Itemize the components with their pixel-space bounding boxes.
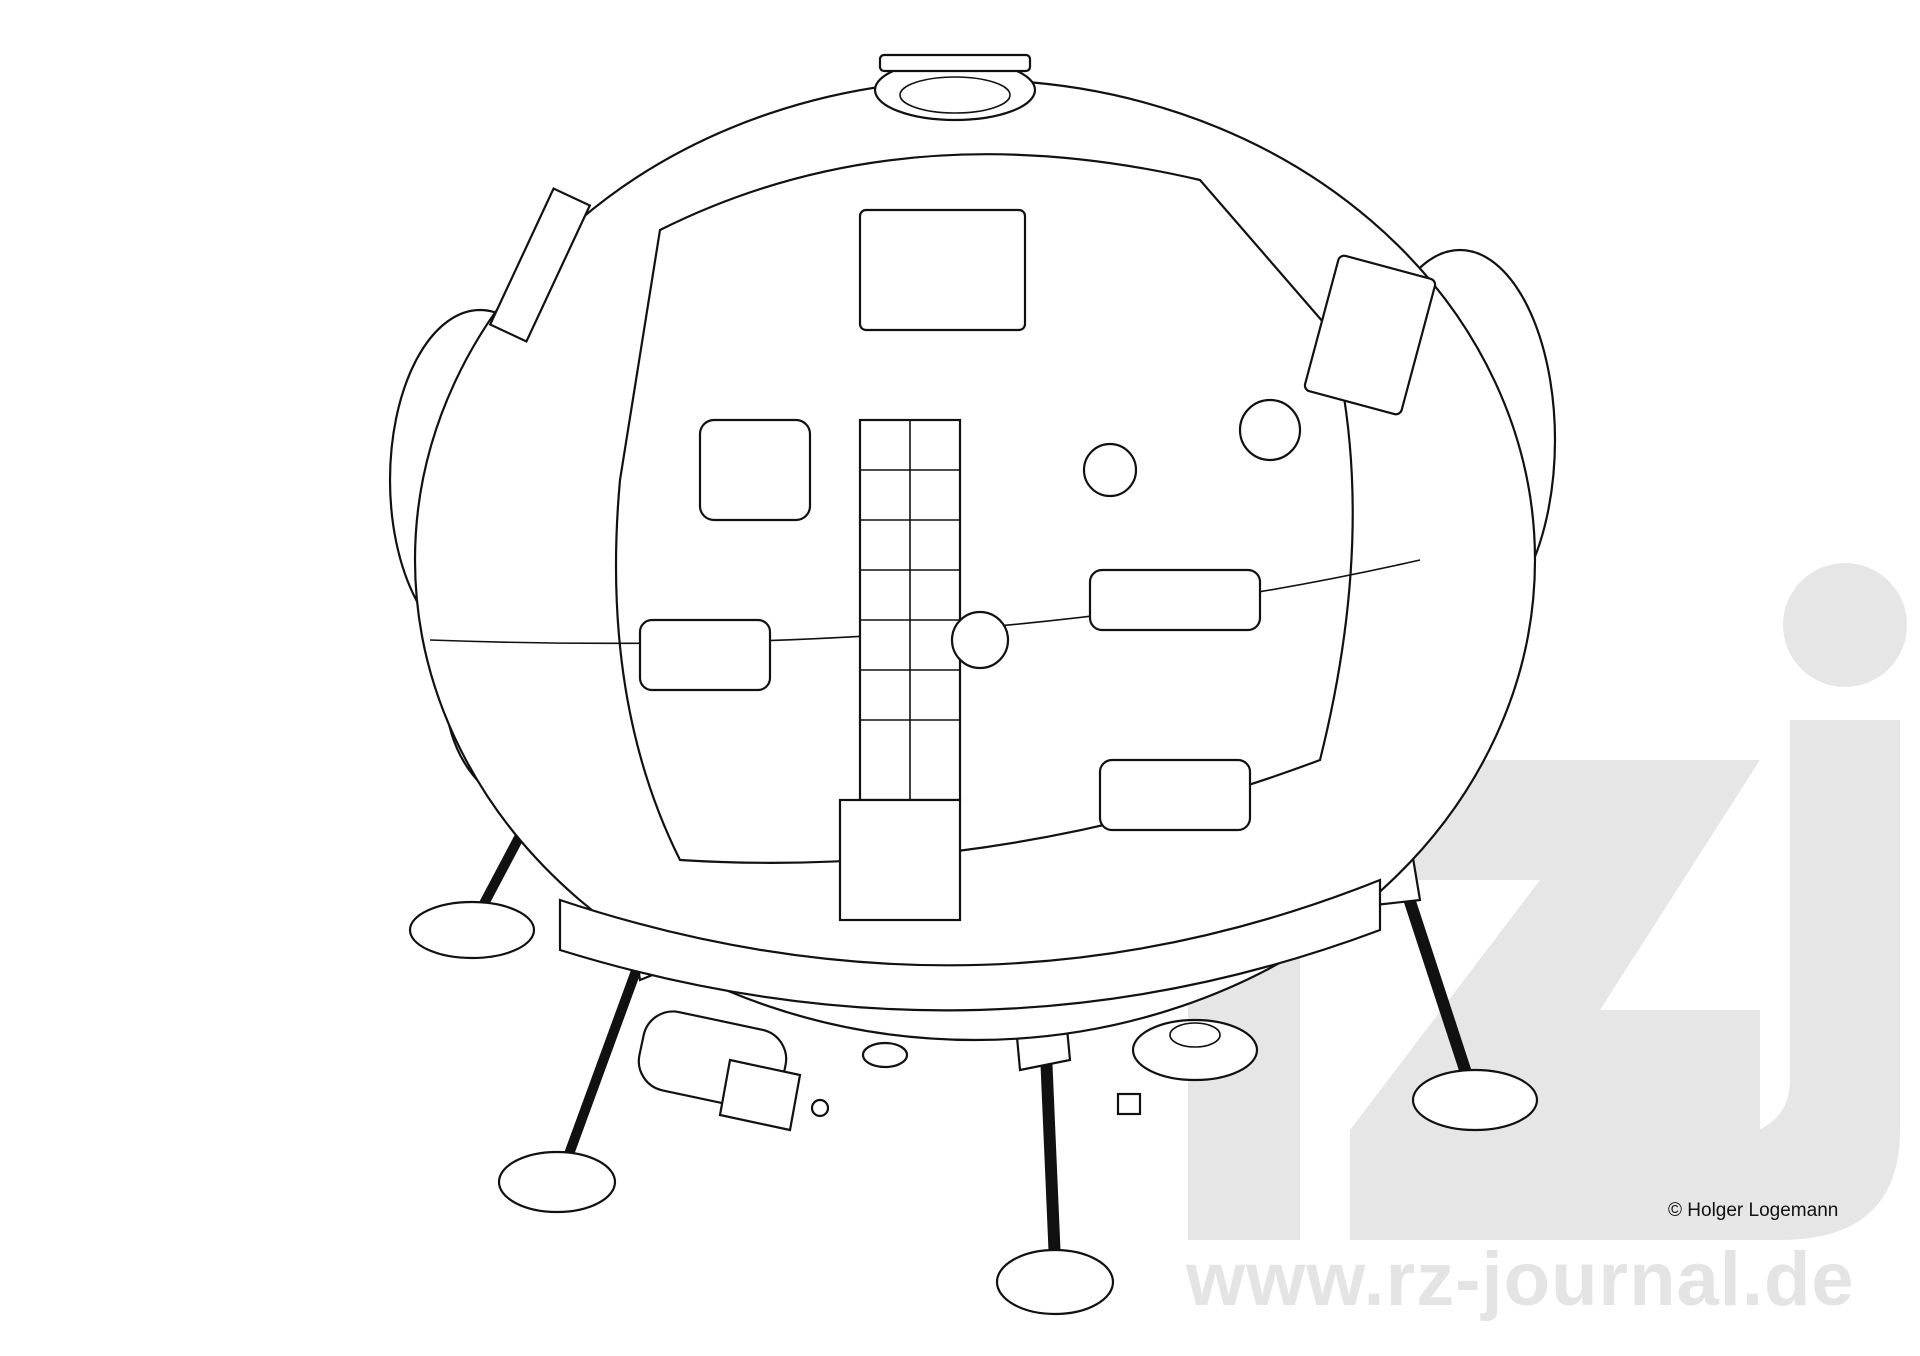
lander-body <box>413 53 1537 1042</box>
ground-vehicles <box>637 1010 1259 1132</box>
website-url-watermark: www.rz-journal.de <box>1186 1237 1855 1322</box>
copyright-notice: © Holger Logemann <box>1668 1200 1839 1221</box>
